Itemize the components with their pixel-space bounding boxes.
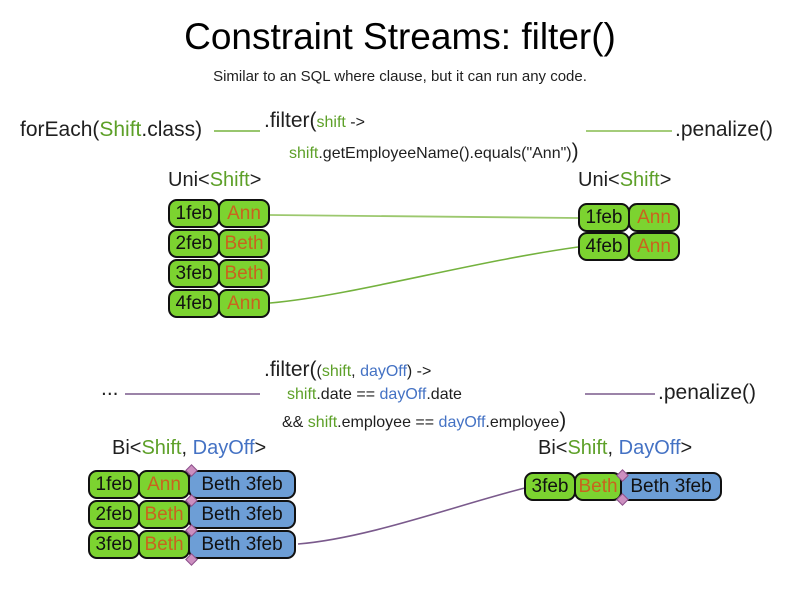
code-token: forEach(	[20, 118, 100, 141]
table-row: 2feb Beth	[168, 229, 270, 258]
uni-match-line-4feb	[269, 246, 579, 304]
table-row: 4feb Ann	[578, 232, 680, 261]
shift-date-cell: 4feb	[168, 289, 220, 318]
code-penalize-bi: .penalize()	[658, 381, 757, 404]
code-filter-bi-cond1: shift.date == dayOff.date	[287, 386, 462, 404]
shift-employee-cell: Ann	[218, 199, 270, 228]
shift-date-cell: 4feb	[578, 232, 630, 261]
header-token: ,	[607, 437, 619, 459]
code-token: .date ==	[316, 386, 380, 403]
header-token: Uni<	[578, 169, 620, 191]
shift-employee-cell: Beth	[138, 500, 190, 529]
code-token-shift-arg: shift	[307, 414, 338, 431]
table-row: 2feb Beth Beth 3feb	[88, 500, 296, 529]
header-token-shift-type: Shift	[567, 437, 608, 459]
code-token: .employee ==	[337, 414, 439, 431]
shift-employee-cell: Beth	[218, 229, 270, 258]
dayoff-pair-cell: Beth 3feb	[188, 500, 296, 529]
code-token-dayoff-arg: dayOff	[438, 414, 486, 431]
code-token: )	[406, 363, 413, 380]
shift-employee-cell: Ann	[138, 470, 190, 499]
code-token-shift-arg: shift	[321, 363, 352, 380]
header-token: Bi<	[112, 437, 142, 459]
code-token: .filter(	[264, 109, 317, 132]
shift-employee-cell: Ann	[628, 203, 680, 232]
shift-date-cell: 1feb	[168, 199, 220, 228]
code-token: &&	[282, 414, 308, 431]
table-row: 4feb Ann	[168, 289, 270, 318]
shift-date-cell: 2feb	[88, 500, 140, 529]
dayoff-pair-cell: Beth 3feb	[188, 470, 296, 499]
code-token: ,	[351, 363, 361, 380]
shift-date-cell: 1feb	[578, 203, 630, 232]
code-penalize-uni: .penalize()	[675, 118, 774, 141]
code-filter-bi-cond2: && shift.employee == dayOff.employee)	[282, 409, 566, 433]
code-token: (	[316, 363, 322, 380]
bi-output-header: Bi<Shift, DayOff>	[538, 437, 692, 460]
table-row: 1feb Ann	[578, 203, 680, 232]
code-filter-uni-body: shift.getEmployeeName().equals("Ann"))	[289, 140, 579, 164]
header-token-shift-type: Shift	[141, 437, 182, 459]
table-row: 3feb Beth Beth 3feb	[524, 472, 722, 501]
shift-date-cell: 3feb	[88, 530, 140, 559]
code-token-arrow: ->	[412, 363, 432, 380]
code-token-dayoff-arg: dayOff	[360, 363, 407, 380]
code-token-shift-arg: shift	[289, 145, 319, 162]
shift-employee-cell: Beth	[218, 259, 270, 288]
code-filter-uni-call: .filter(shift ->	[264, 109, 365, 133]
page-subtitle: Similar to an SQL where clause, but it c…	[213, 68, 587, 85]
header-token-shift-type: Shift	[619, 169, 660, 191]
code-foreach: forEach(Shift.class)	[20, 118, 202, 142]
code-token-dayoff-arg: dayOff	[379, 386, 427, 403]
shift-date-cell: 2feb	[168, 229, 220, 258]
code-source-ellipsis: ...	[101, 377, 119, 400]
bi-match-line	[297, 487, 526, 545]
shift-date-cell: 1feb	[88, 470, 140, 499]
bi-input-header: Bi<Shift, DayOff>	[112, 437, 266, 460]
shift-date-cell: 3feb	[524, 472, 576, 501]
uni-match-line-1feb	[269, 214, 579, 219]
page-title: Constraint Streams: filter()	[184, 16, 616, 57]
uni-input-header: Uni<Shift>	[168, 169, 261, 192]
header-token: >	[254, 437, 267, 459]
code-token-close-paren: )	[559, 409, 567, 432]
code-token-shift-type: Shift	[99, 118, 142, 141]
shift-date-cell: 3feb	[168, 259, 220, 288]
table-row: 1feb Ann	[168, 199, 270, 228]
code-token-close-paren: )	[571, 140, 579, 163]
shift-employee-cell: Beth	[138, 530, 190, 559]
code-token-shift-arg: shift	[287, 386, 317, 403]
header-token: Uni<	[168, 169, 210, 191]
header-token: >	[680, 437, 693, 459]
dayoff-pair-cell: Beth 3feb	[188, 530, 296, 559]
table-row: 3feb Beth	[168, 259, 270, 288]
header-token-dayoff-type: DayOff	[618, 437, 681, 459]
table-row: 3feb Beth Beth 3feb	[88, 530, 296, 559]
header-token: Bi<	[538, 437, 568, 459]
code-token: .class)	[141, 118, 203, 141]
table-row: 1feb Ann Beth 3feb	[88, 470, 296, 499]
header-token-dayoff-type: DayOff	[192, 437, 255, 459]
code-token-arrow: ->	[345, 114, 365, 131]
shift-employee-cell: Ann	[218, 289, 270, 318]
dayoff-pair-cell: Beth 3feb	[620, 472, 722, 501]
shift-employee-cell: Beth	[574, 472, 622, 501]
code-token-shift-arg: shift	[316, 114, 346, 131]
uni-output-header: Uni<Shift>	[578, 169, 671, 192]
shift-employee-cell: Ann	[628, 232, 680, 261]
code-token: .getEmployeeName().equals("Ann")	[318, 145, 572, 162]
header-token: ,	[181, 437, 193, 459]
code-token: .date	[426, 386, 462, 403]
header-token: >	[659, 169, 672, 191]
code-filter-bi-call: .filter((shift, dayOff) ->	[264, 358, 431, 382]
header-token-shift-type: Shift	[209, 169, 250, 191]
header-token: >	[249, 169, 262, 191]
code-token: .employee	[485, 414, 560, 431]
code-token: .filter(	[264, 358, 317, 381]
